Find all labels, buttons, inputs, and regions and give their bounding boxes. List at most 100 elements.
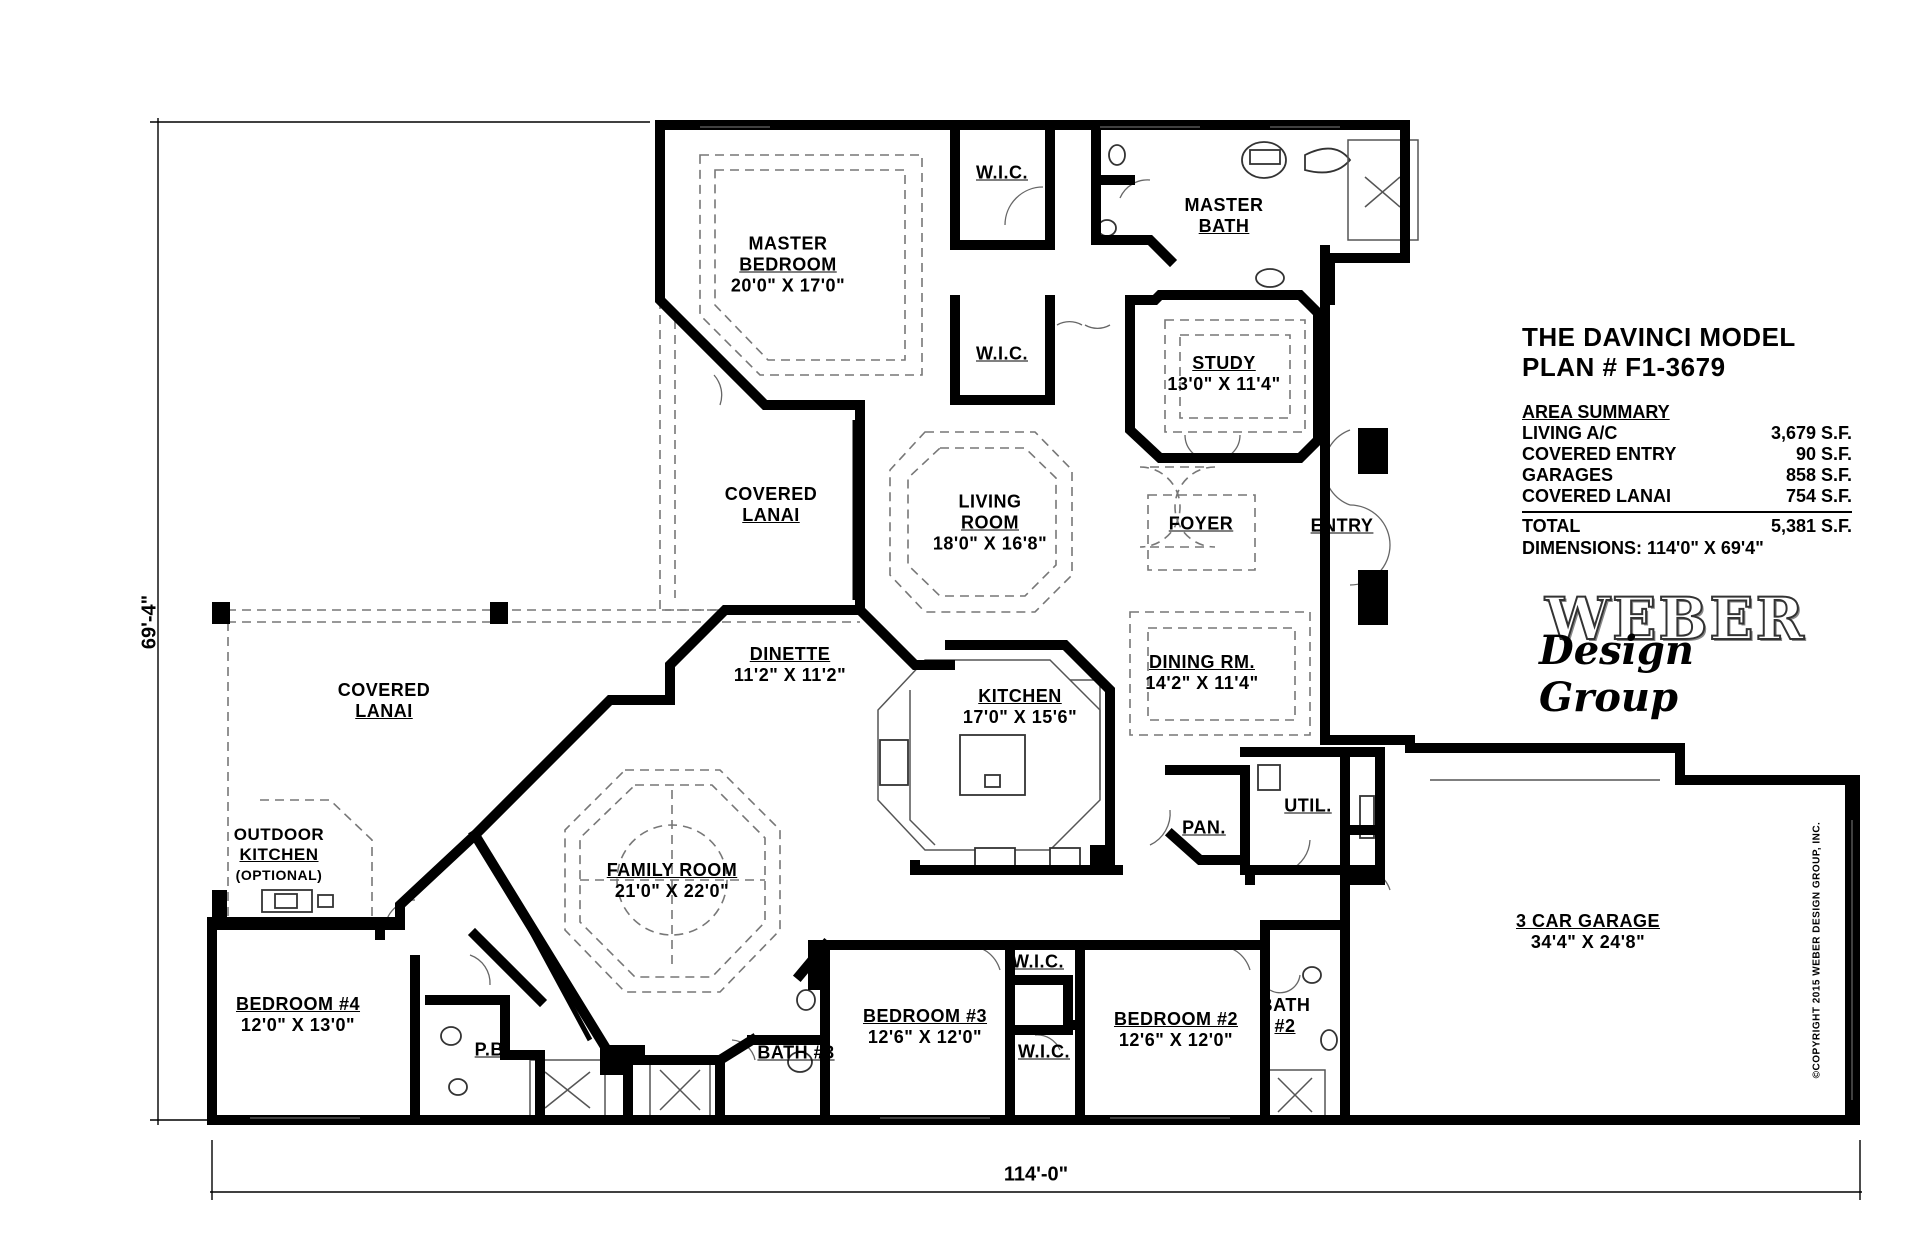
room-dims: 34'4" X 24'8": [1530, 932, 1646, 952]
room-name: W.I.C.: [1018, 1041, 1070, 1062]
weber-logo: WEBER Design Group: [1535, 584, 1805, 721]
room-label-kitchen: KITCHEN 17'0" X 15'6": [963, 686, 1077, 728]
area-label: COVERED ENTRY: [1522, 444, 1677, 464]
room-name: BEDROOM #3: [862, 1006, 988, 1026]
area-total-label: TOTAL: [1522, 516, 1581, 536]
room-label-dinette: DINETTE 11'2" X 11'2": [734, 644, 846, 686]
room-name: DINING RM.: [1149, 652, 1255, 672]
area-summary-heading: AREA SUMMARY: [1522, 402, 1670, 422]
room-name: STUDY: [1192, 353, 1256, 373]
room-label-bath3: BATH #3: [757, 1043, 834, 1064]
room-name: UTIL.: [1284, 795, 1332, 816]
area-row: LIVING A/C 3,679 S.F.: [1522, 423, 1852, 444]
room-label-wic-mid: W.I.C.: [976, 344, 1028, 365]
room-name: W.I.C.: [976, 162, 1028, 183]
room-dims: 21'0" X 22'0": [614, 881, 730, 901]
area-total-row: TOTAL 5,381 S.F.: [1522, 511, 1852, 537]
room-label-bath2: BATH #2: [1260, 995, 1311, 1037]
room-name: BEDROOM #4: [235, 994, 361, 1014]
room-note: (OPTIONAL): [235, 867, 323, 883]
room-name: KITCHEN: [239, 845, 319, 864]
area-row: COVERED ENTRY 90 S.F.: [1522, 444, 1852, 465]
overall-dimensions: DIMENSIONS: 114'0" X 69'4": [1522, 538, 1764, 558]
area-label: GARAGES: [1522, 465, 1614, 485]
room-label-foyer: FOYER: [1169, 514, 1234, 535]
model-title: THE DAVINCI MODEL: [1522, 322, 1796, 352]
room-name: ROOM: [960, 512, 1019, 533]
room-name: KITCHEN: [978, 686, 1062, 706]
room-name: FOYER: [1168, 513, 1234, 534]
room-label-util: UTIL.: [1284, 796, 1332, 817]
room-name: BEDROOM: [739, 254, 837, 275]
dimension-lines: [150, 118, 1862, 1200]
room-name: 3 CAR GARAGE: [1515, 911, 1661, 931]
windows: [250, 126, 1853, 1119]
room-dims: 14'2" X 11'4": [1145, 673, 1259, 693]
room-label-bedroom2: BEDROOM #2 12'6" X 12'0": [1114, 1009, 1238, 1051]
logo-wordmark: WEBER: [1544, 584, 1806, 654]
room-name: BEDROOM #2: [1113, 1009, 1239, 1029]
posts: [212, 428, 1388, 1075]
room-dims: 13'0" X 11'4": [1167, 374, 1281, 394]
room-label-bedroom4: BEDROOM #4 12'0" X 13'0": [236, 994, 360, 1036]
room-label-pantry: PAN.: [1182, 818, 1226, 839]
room-label-entry: ENTRY: [1311, 516, 1374, 537]
room-label-wic-top: W.I.C.: [976, 163, 1028, 184]
logo-script: Design Group: [1539, 627, 1694, 721]
area-row: COVERED LANAI 754 S.F.: [1522, 486, 1852, 507]
room-label-master-bath: MASTER BATH: [1185, 195, 1264, 237]
room-name: BATH: [1198, 216, 1250, 236]
room-label-covered-lanai-upper: COVERED LANAI: [725, 484, 818, 526]
overall-depth-dimension: 69'-4": [138, 594, 161, 650]
room-name: COVERED: [337, 680, 431, 700]
room-label-master-bedroom: MASTER BEDROOM 20'0" X 17'0": [731, 234, 845, 297]
room-label-dining: DINING RM. 14'2" X 11'4": [1145, 652, 1258, 694]
room-name: COVERED: [724, 484, 818, 504]
area-row: GARAGES 858 S.F.: [1522, 465, 1852, 486]
area-value: 90 S.F.: [1795, 444, 1852, 464]
room-name: OUTDOOR: [233, 825, 325, 844]
room-name: W.I.C.: [1012, 951, 1064, 972]
area-label: LIVING A/C: [1522, 423, 1618, 443]
area-value: 3,679 S.F.: [1770, 423, 1852, 443]
room-name: P.B.: [474, 1039, 510, 1060]
room-name: LANAI: [355, 701, 413, 721]
room-dims: 20'0" X 17'0": [730, 275, 846, 296]
room-name: LANAI: [742, 505, 800, 525]
room-label-pb: P.B.: [475, 1040, 510, 1061]
room-name: FAMILY ROOM: [606, 860, 738, 880]
overall-width-dimension: 114'-0": [1003, 1163, 1069, 1186]
area-value: 754 S.F.: [1785, 486, 1852, 506]
room-name: #2: [1274, 1016, 1296, 1036]
area-value: 858 S.F.: [1785, 465, 1852, 485]
room-name: MASTER: [748, 233, 828, 254]
room-name: DINETTE: [749, 644, 831, 664]
room-dims: 11'2" X 11'2": [733, 665, 847, 685]
room-label-wic-b3: W.I.C.: [1012, 952, 1064, 973]
room-label-family-room: FAMILY ROOM 21'0" X 22'0": [607, 860, 738, 902]
room-dims: 12'6" X 12'0": [1118, 1030, 1234, 1050]
room-dims: 18'0" X 16'8": [932, 533, 1048, 554]
room-label-covered-lanai-left: COVERED LANAI: [338, 680, 431, 722]
room-name: LIVING: [958, 491, 1022, 512]
walls: [207, 120, 1860, 1125]
ceiling-trays: [564, 154, 1311, 993]
room-name: BATH #3: [757, 1042, 835, 1063]
area-label: COVERED LANAI: [1522, 486, 1672, 506]
room-name: W.I.C.: [976, 343, 1028, 364]
copyright-notice: ©COPYRIGHT 2015 WEBER DESIGN GROUP, INC.: [1811, 821, 1823, 1079]
area-total-value: 5,381 S.F.: [1770, 516, 1852, 536]
room-dims: 12'6" X 12'0": [867, 1027, 983, 1047]
room-name: ENTRY: [1310, 515, 1374, 536]
room-label-bedroom3: BEDROOM #3 12'6" X 12'0": [863, 1006, 987, 1048]
room-dims: 17'0" X 15'6": [962, 707, 1078, 727]
room-name: MASTER: [1184, 195, 1264, 215]
room-dims: 12'0" X 13'0": [240, 1015, 356, 1035]
plan-number: PLAN # F1-3679: [1522, 352, 1726, 382]
room-label-outdoor-kitchen: OUTDOOR KITCHEN (OPTIONAL): [234, 825, 324, 885]
room-label-garage: 3 CAR GARAGE 34'4" X 24'8": [1516, 911, 1660, 953]
room-label-wic-b2: W.I.C.: [1018, 1042, 1070, 1063]
title-block: THE DAVINCI MODEL PLAN # F1-3679 AREA SU…: [1522, 322, 1852, 559]
room-label-study: STUDY 13'0" X 11'4": [1167, 353, 1280, 395]
